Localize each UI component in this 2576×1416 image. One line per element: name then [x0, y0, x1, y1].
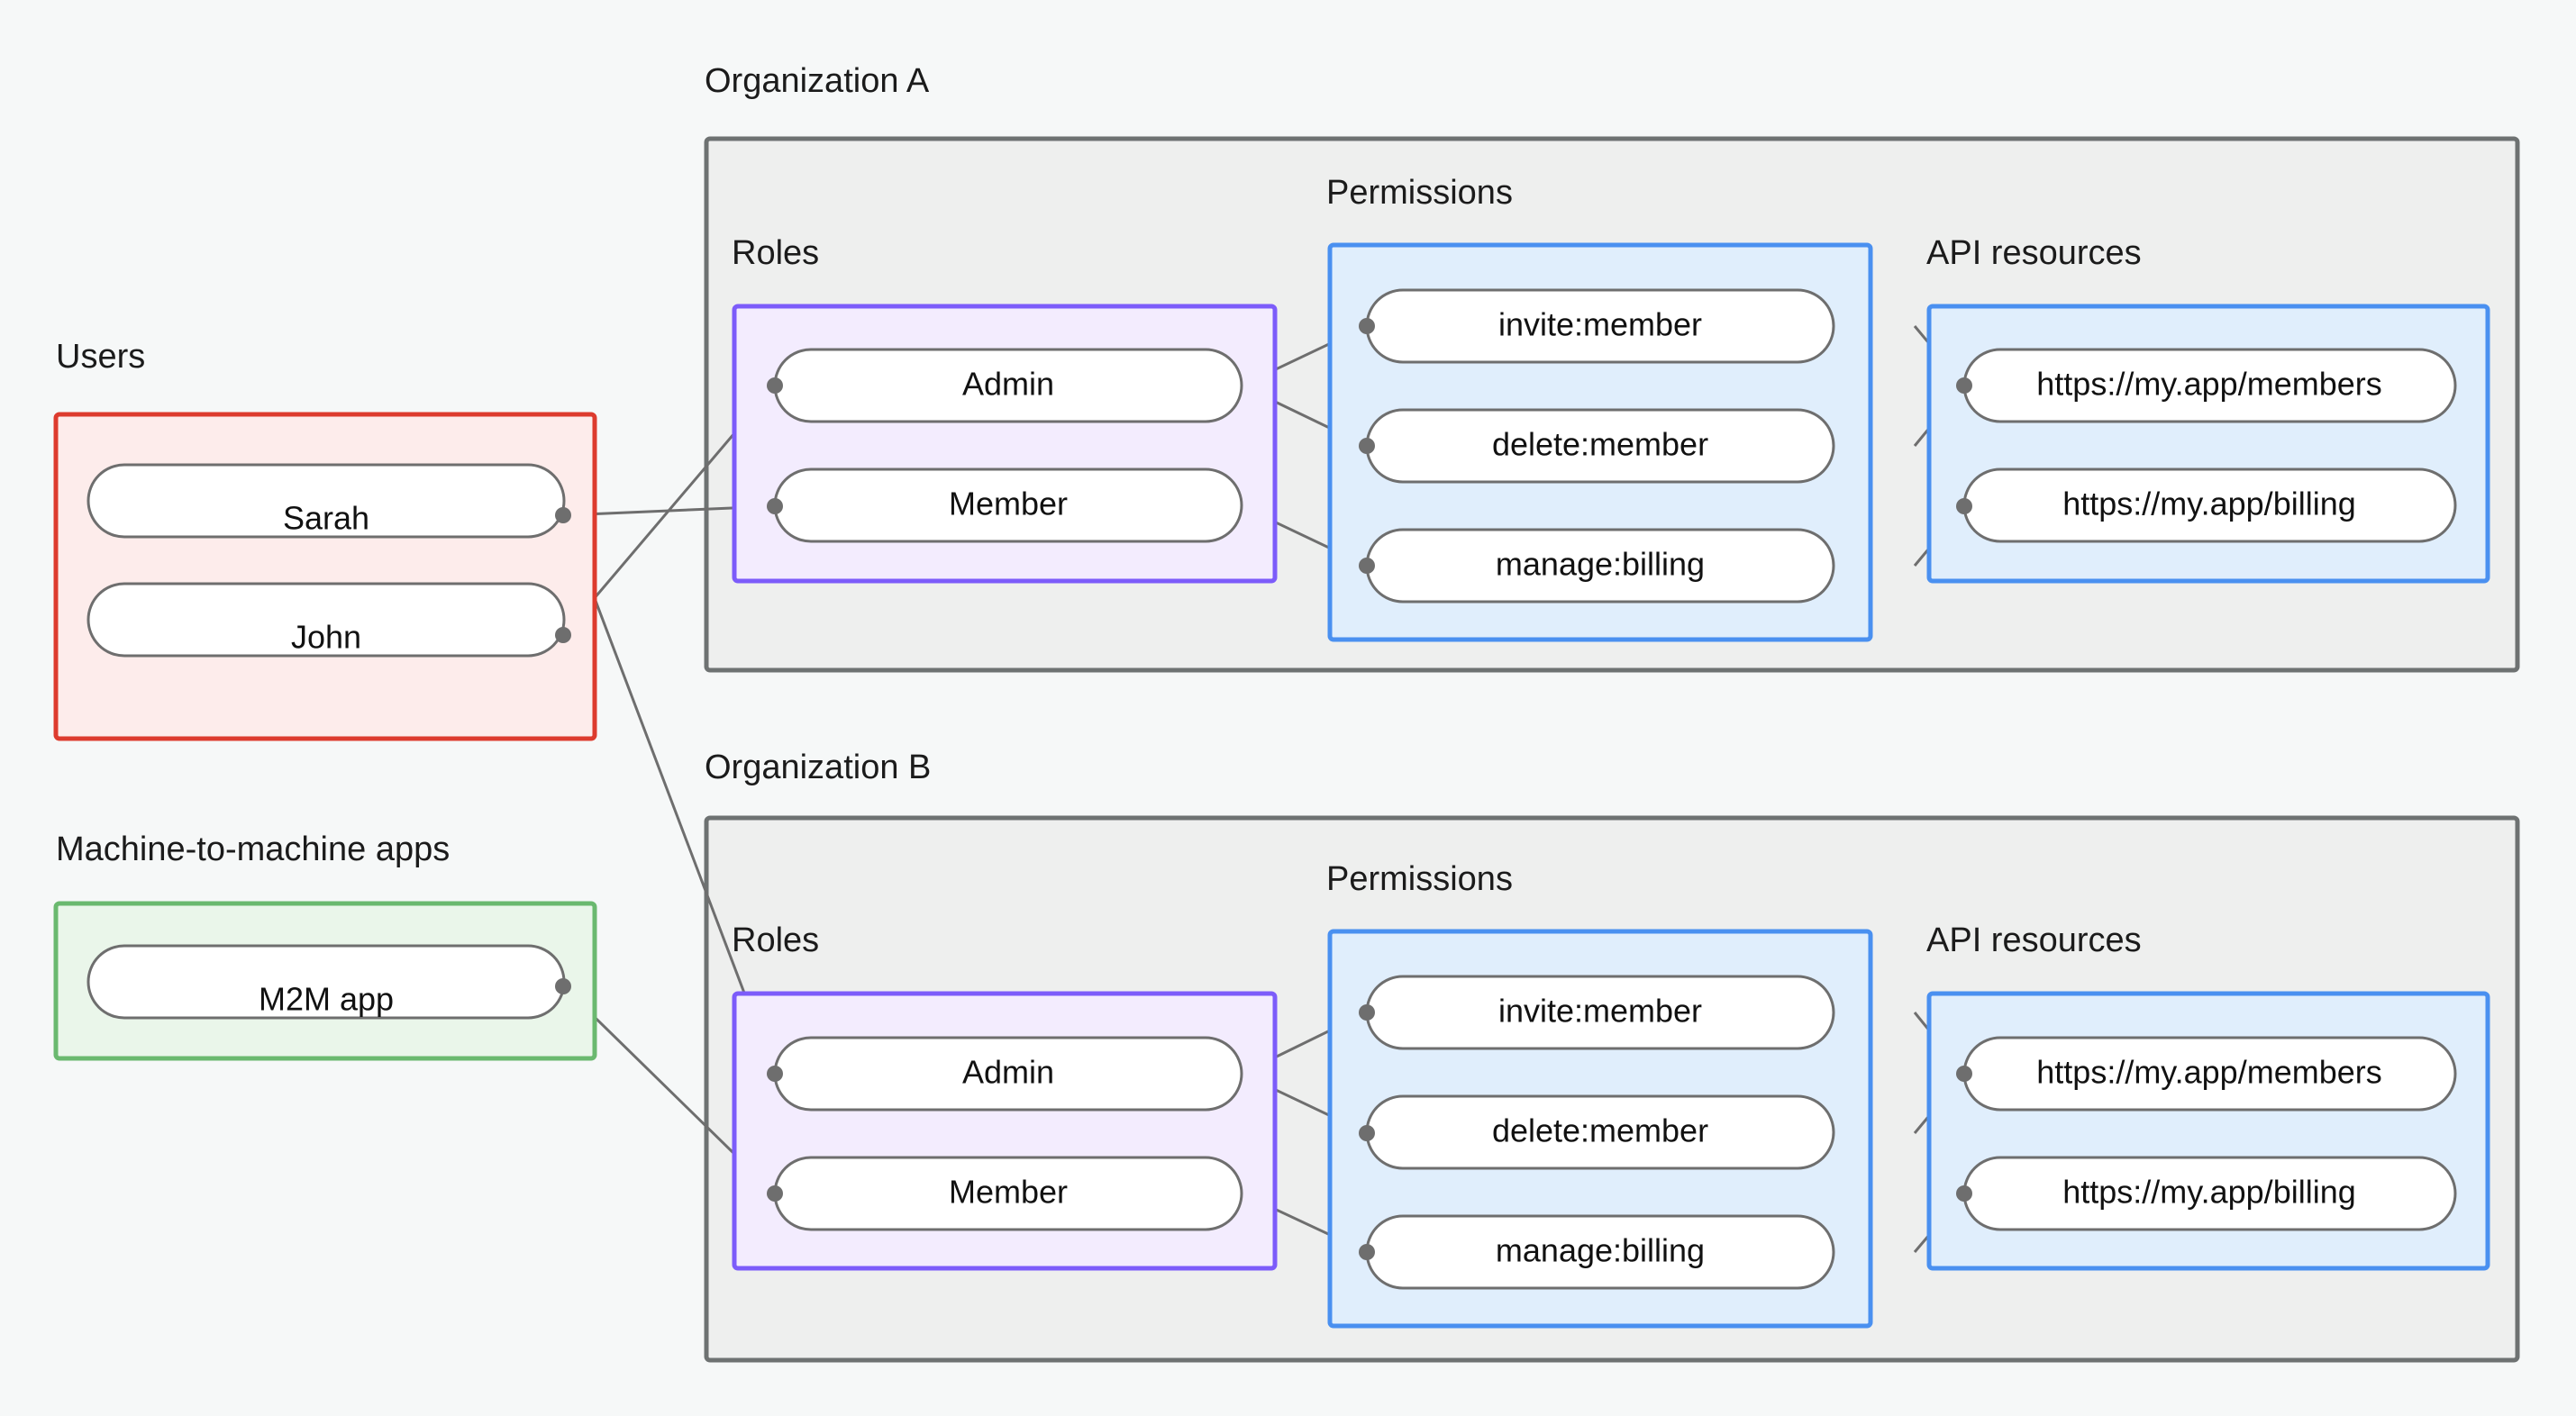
org-b-label: Organization B: [705, 749, 931, 786]
org-a-roles-group: Roles Admin Member: [732, 234, 1278, 584]
node-m2m-app[interactable]: M2M app: [86, 944, 566, 1020]
m2m-group: Machine-to-machine apps M2M app: [53, 831, 597, 1061]
org-b-roles-label: Roles: [732, 921, 819, 959]
org-b-permission-delete-member[interactable]: delete:member: [1365, 1094, 1835, 1170]
org-b-api-resource-members-label: https://my.app/members: [2036, 1054, 2381, 1091]
edge-dot-orgb-delete-left: [1359, 1125, 1375, 1141]
node-john[interactable]: John: [86, 582, 566, 658]
org-a-api-resource-members-label: https://my.app/members: [2036, 366, 2381, 403]
edge-dot-sarah: [555, 507, 571, 523]
org-b-role-admin-label: Admin: [962, 1054, 1054, 1091]
org-b-api-resource-billing-label: https://my.app/billing: [2062, 1174, 2356, 1211]
org-a-api-resource-billing-label: https://my.app/billing: [2062, 486, 2356, 522]
edge-dot-orga-members-left: [1956, 377, 1972, 394]
edge-dot-orgb-billing-left: [1359, 1244, 1375, 1260]
node-sarah[interactable]: Sarah: [86, 463, 566, 539]
org-a-label: Organization A: [705, 62, 930, 100]
org-b-permissions-group: Permissions invite:member delete:member …: [1326, 860, 1873, 1329]
edge-dot-orga-admin-left: [767, 377, 783, 394]
org-b-permissions-label: Permissions: [1326, 860, 1513, 898]
org-a-roles-label: Roles: [732, 234, 819, 272]
org-a-permission-invite-member-label: invite:member: [1498, 306, 1702, 343]
org-a-permission-delete-member-label: delete:member: [1492, 426, 1708, 463]
org-a-permission-invite-member[interactable]: invite:member: [1365, 288, 1835, 364]
m2m-label: Machine-to-machine apps: [56, 831, 450, 868]
org-a-permissions-group: Permissions invite:member delete:member …: [1326, 174, 1873, 642]
org-b-role-member[interactable]: Member: [773, 1156, 1243, 1231]
org-a-role-member[interactable]: Member: [773, 467, 1243, 543]
org-a-role-admin-label: Admin: [962, 366, 1054, 403]
org-b-api-resources-group: API resources https://my.app/members htt…: [1926, 921, 2490, 1271]
edge-dot-orgb-admin-left: [767, 1066, 783, 1082]
org-b-permission-invite-member[interactable]: invite:member: [1365, 975, 1835, 1050]
node-sarah-label: Sarah: [283, 500, 369, 537]
org-a-api-resource-members[interactable]: https://my.app/members: [1962, 348, 2457, 423]
edge-dot-orga-invite-left: [1359, 318, 1375, 334]
org-b-api-resources-label: API resources: [1926, 921, 2142, 959]
node-john-label: John: [291, 619, 361, 656]
org-a-role-admin[interactable]: Admin: [773, 348, 1243, 423]
edge-dot-orga-member-left: [767, 498, 783, 514]
org-a-permission-manage-billing[interactable]: manage:billing: [1365, 528, 1835, 604]
org-a-permission-manage-billing-label: manage:billing: [1496, 546, 1705, 583]
org-b-permission-manage-billing-label: manage:billing: [1496, 1232, 1705, 1269]
edge-dot-orgb-invite-left: [1359, 1004, 1375, 1021]
users-label: Users: [56, 338, 145, 376]
edge-dot-m2m-app: [555, 978, 571, 994]
users-box: [53, 412, 597, 741]
org-b-permission-delete-member-label: delete:member: [1492, 1112, 1708, 1149]
org-b-permission-manage-billing[interactable]: manage:billing: [1365, 1214, 1835, 1290]
org-a-api-resources-group: API resources https://my.app/members htt…: [1926, 234, 2490, 584]
edge-dot-john: [555, 627, 571, 643]
org-b-role-member-label: Member: [949, 1174, 1068, 1211]
org-a-permissions-label: Permissions: [1326, 174, 1513, 212]
edge-dot-orgb-member-left: [767, 1185, 783, 1202]
edge-dot-orgb-members-left: [1956, 1066, 1972, 1082]
edge-dot-orga-billing-left: [1359, 558, 1375, 574]
org-a-permission-delete-member[interactable]: delete:member: [1365, 408, 1835, 484]
org-a-api-resources-label: API resources: [1926, 234, 2142, 272]
edge-dot-orga-delete-left: [1359, 438, 1375, 454]
org-b-api-resource-members[interactable]: https://my.app/members: [1962, 1036, 2457, 1112]
node-m2m-app-label: M2M app: [259, 981, 394, 1018]
org-b-permission-invite-member-label: invite:member: [1498, 993, 1702, 1030]
edge-dot-orga-billing-res-left: [1956, 498, 1972, 514]
org-b-roles-group: Roles Admin Member: [732, 921, 1278, 1271]
org-b-api-resource-billing[interactable]: https://my.app/billing: [1962, 1156, 2457, 1231]
org-a-role-member-label: Member: [949, 486, 1068, 522]
org-b-role-admin[interactable]: Admin: [773, 1036, 1243, 1112]
edge-sarah-to-orgb-admin: [561, 514, 777, 1075]
org-a-api-resource-billing[interactable]: https://my.app/billing: [1962, 467, 2457, 543]
users-group: Users Sarah John: [53, 338, 597, 741]
edge-dot-orgb-billing-res-left: [1956, 1185, 1972, 1202]
